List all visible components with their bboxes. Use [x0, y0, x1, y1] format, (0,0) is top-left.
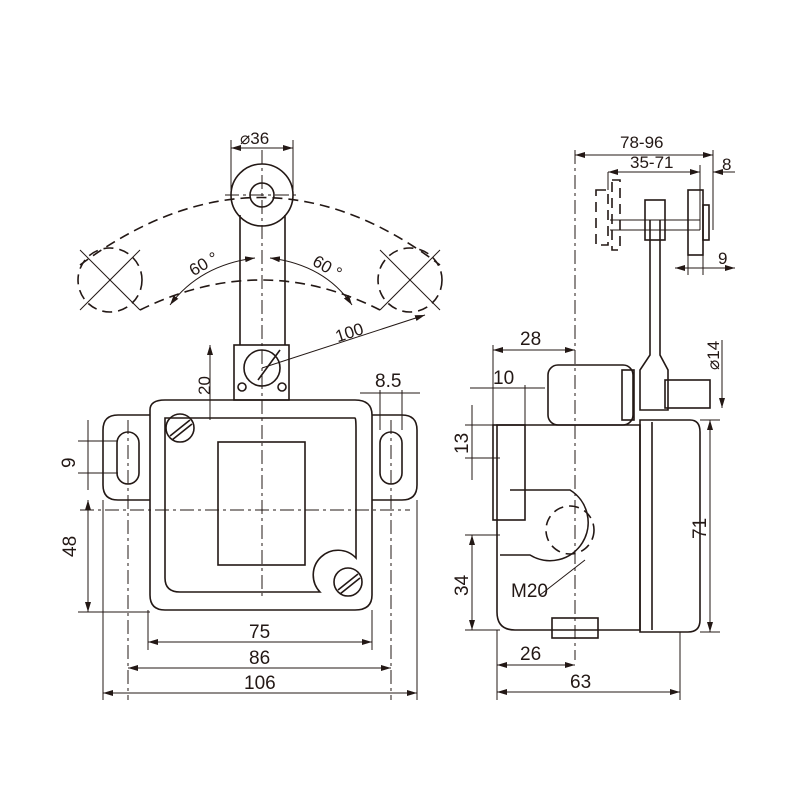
window: [217, 441, 306, 566]
mount-spacing-label: 86: [249, 648, 270, 669]
angle-right-label: 60 °: [309, 251, 345, 283]
flange: [492, 424, 526, 521]
roller-offset-label: 9: [718, 249, 727, 268]
roller-right-position: [377, 247, 443, 313]
flange-height-label: 13: [452, 433, 473, 454]
body-width-label: 75: [249, 622, 270, 643]
hub-offset-label: 20: [195, 376, 214, 395]
conduit-hole: [545, 505, 595, 555]
front-view: 60 ° 60 ° ⌀36 100: [59, 129, 443, 700]
conduit-thread-label: M20: [511, 581, 548, 602]
ear-width-label: 8.5: [375, 371, 401, 392]
swing-arc: [79, 196, 441, 266]
roller-width-label: 8: [722, 155, 731, 174]
roller-dia-label: ⌀36: [240, 129, 269, 148]
lever-radius-label: 100: [333, 319, 366, 346]
switch-body: [149, 399, 373, 611]
lever-range-label: 78-96: [620, 133, 663, 152]
shaft: [664, 379, 711, 409]
roller-left-position: [77, 247, 143, 313]
roller-range-label: 35-71: [630, 153, 673, 172]
flange-label: 10: [493, 368, 514, 389]
screw-top: [165, 413, 195, 443]
body-height-label: 71: [690, 518, 711, 539]
body-depth-label: 63: [570, 672, 591, 693]
conduit-height-label: 34: [452, 574, 473, 596]
side-view: M20 78-96 35-71 8 9 28 10: [452, 133, 735, 700]
side-cover: [639, 419, 701, 633]
cap: [547, 364, 634, 426]
screw-bottom: [333, 567, 363, 597]
mount-height-label: 48: [60, 536, 81, 557]
slot-width-label: 9: [59, 457, 80, 468]
conduit-offset-label: 26: [520, 644, 541, 665]
roller-side: [687, 189, 704, 256]
shaft-dia-label: ⌀14: [704, 341, 723, 370]
cap-offset-label: 28: [520, 329, 541, 350]
overall-width-label: 106: [244, 673, 276, 694]
